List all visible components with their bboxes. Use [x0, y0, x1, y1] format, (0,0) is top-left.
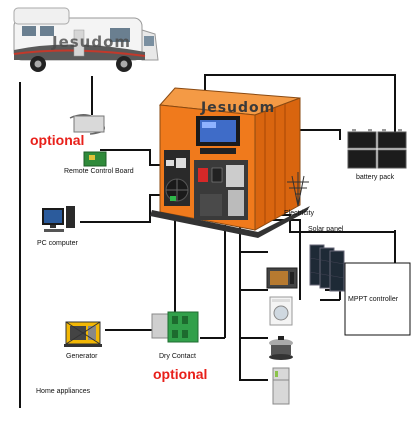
pc-computer-image: [42, 206, 75, 232]
battery-pack-image: [347, 129, 407, 169]
battery-pack-label: battery pack: [356, 174, 395, 181]
dry-contact-image: [151, 311, 199, 343]
dry-contact-label: Dry Contact: [159, 353, 196, 360]
solar-panels-image: [309, 244, 345, 292]
electricity-tower-icon: [287, 172, 309, 207]
microwave-icon: [266, 267, 298, 289]
remote-control-board-image: [69, 114, 107, 167]
solar-panel-label: Solar panel: [308, 226, 344, 233]
mppt-controller-label: MPPT controller: [348, 296, 399, 303]
mppt-controller-box: [344, 262, 411, 336]
pc-computer-label: PC computer: [37, 240, 78, 247]
cooking-pot-icon: [269, 336, 293, 360]
generator-label: Generator: [66, 353, 98, 360]
generator-image: [64, 321, 102, 347]
remote-control-label: Remote Control Board: [64, 168, 134, 175]
washing-machine-icon: [269, 296, 293, 326]
refrigerator-icon: [272, 367, 290, 405]
electricity-label: Electricity: [284, 210, 314, 217]
optional-label-bottom: optional: [153, 366, 208, 382]
home-appliances-label: Home appliances: [36, 388, 91, 395]
camper-van-image: [13, 7, 159, 72]
brand-logo-inverter: Jesudom: [201, 100, 276, 116]
optional-label-top: optional: [30, 132, 85, 148]
inverter-image: [150, 87, 310, 238]
brand-logo-rv: Jesudom: [52, 33, 132, 51]
